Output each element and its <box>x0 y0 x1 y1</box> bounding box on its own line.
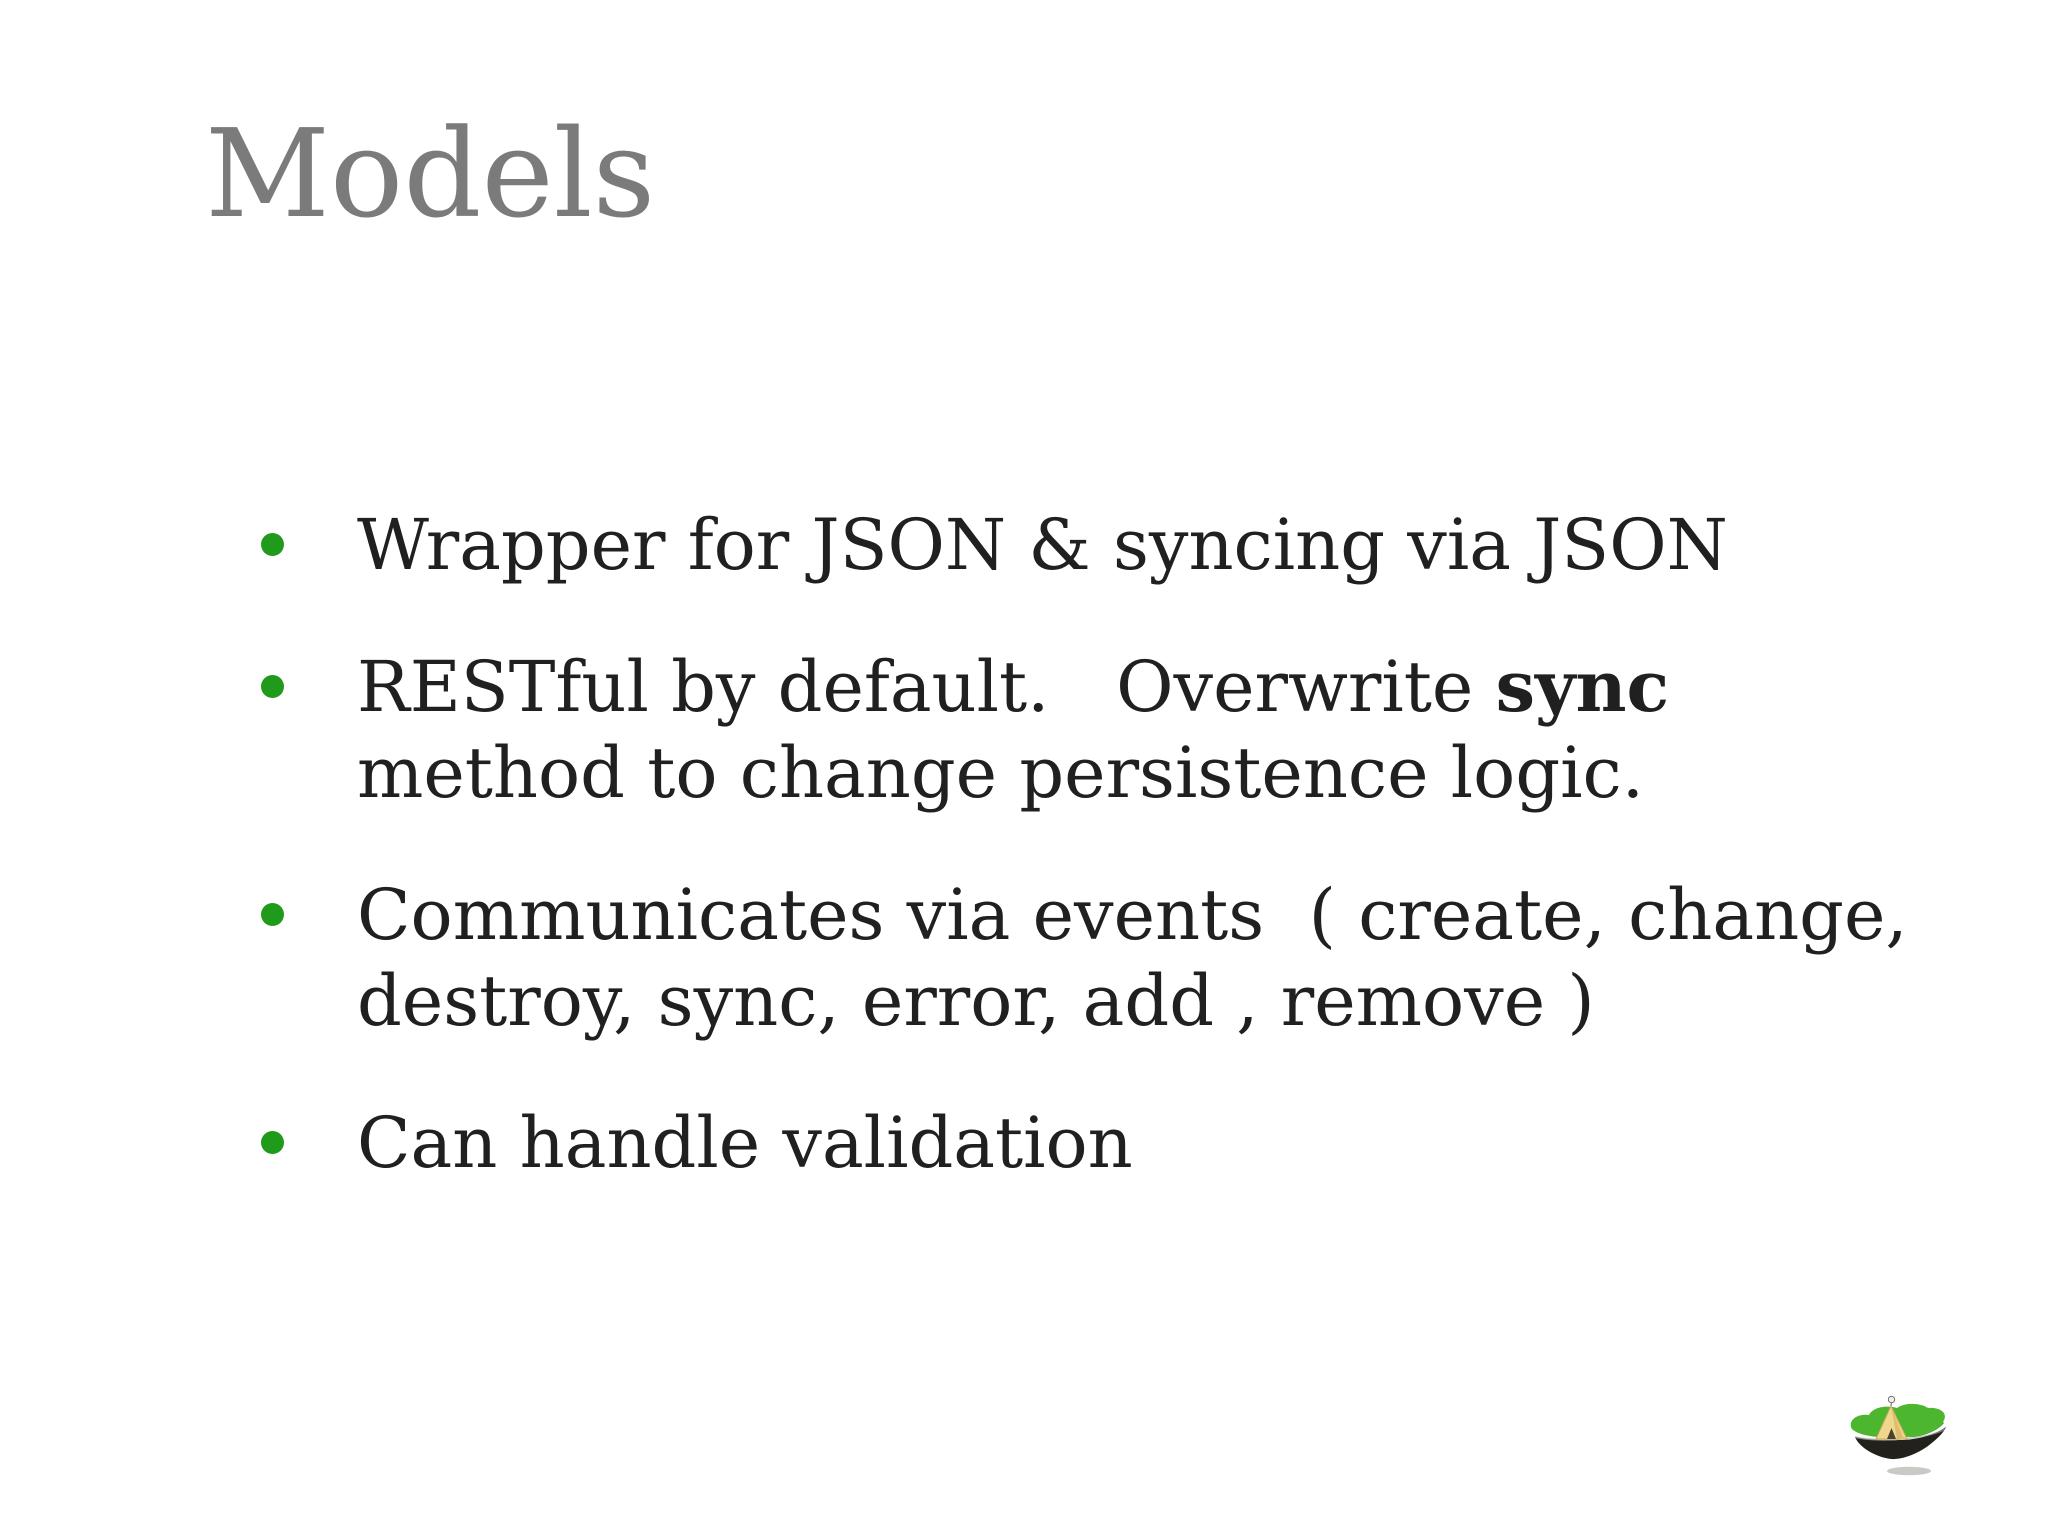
logo-island-underside <box>1855 1427 1946 1460</box>
bullet-text-line: destroy, sync, error, add , remove ) <box>357 960 1595 1042</box>
bullet-text-line: method to change persistence logic. <box>357 732 1644 814</box>
logo-shadow <box>1887 1466 1931 1476</box>
bullet-text-line: Can handle validation <box>357 1102 1133 1184</box>
bullet-item: Wrapper for JSON & syncing via JSON <box>250 502 1970 588</box>
bullet-text-line: RESTful by default. Overwrite sync <box>357 645 1670 728</box>
bullet-dot-icon <box>261 1131 284 1154</box>
bullet-dot-icon <box>261 533 284 556</box>
bullet-text-line: Communicates via events ( create, change… <box>357 874 1908 956</box>
floating-island-teepee-logo-icon <box>1850 1395 1946 1476</box>
logo-tent-door <box>1887 1428 1896 1439</box>
bullet-list: Wrapper for JSON & syncing via JSON RESTf… <box>250 502 1970 1242</box>
slide-title: Models <box>205 103 656 245</box>
logo-tent-ball <box>1887 1395 1896 1404</box>
logo-tent-shade <box>1891 1406 1907 1439</box>
logo-island-grass-shade <box>1907 1422 1944 1438</box>
bullet-dot-icon <box>261 903 284 926</box>
bullet-text-line: Wrapper for JSON & syncing via JSON <box>357 504 1728 586</box>
bullet-dot-icon <box>261 675 284 698</box>
bullet-item: Communicates via events ( create, change… <box>250 872 1970 1044</box>
bullet-item: Can handle validation <box>250 1100 1970 1186</box>
logo-island-rim <box>1855 1428 1945 1441</box>
